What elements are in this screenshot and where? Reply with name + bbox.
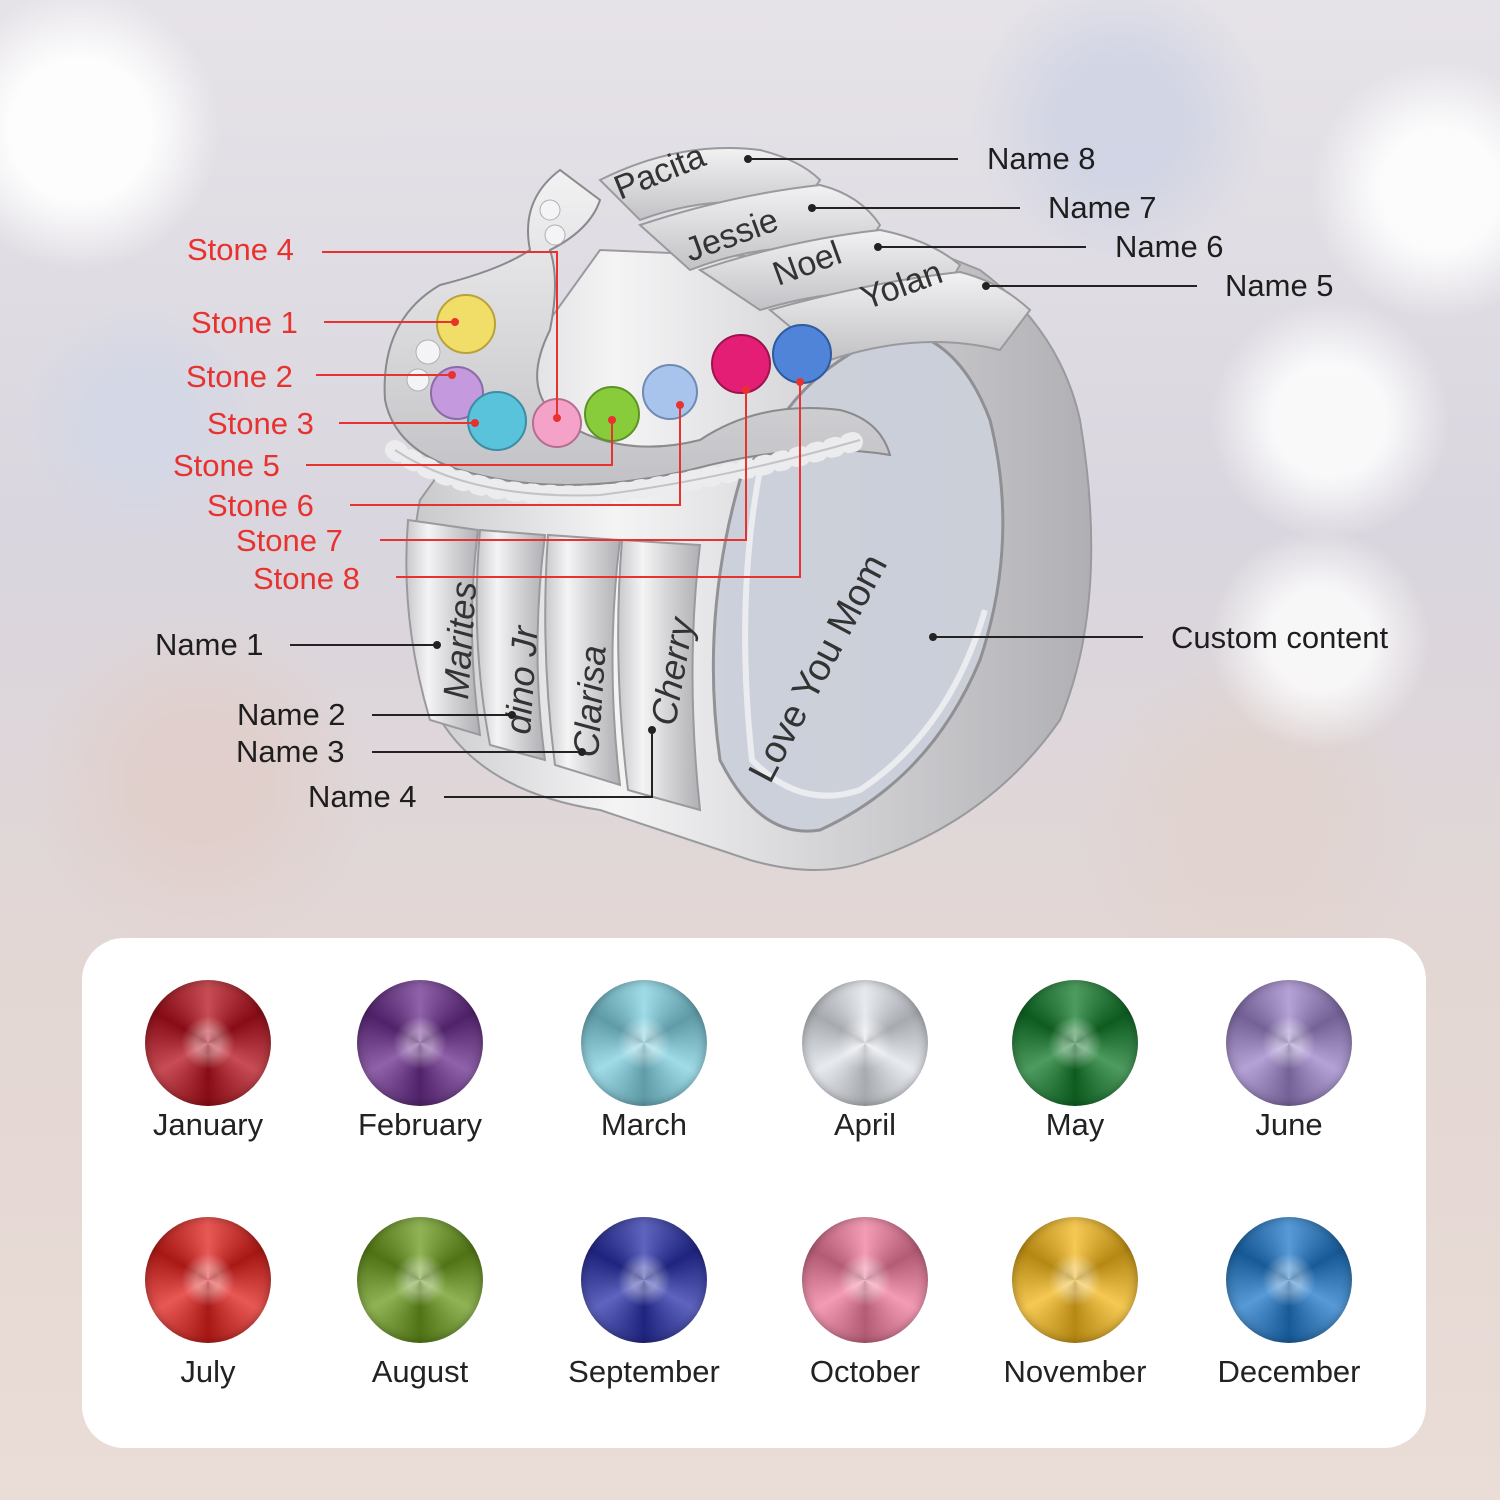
side-band-4 [617,538,702,812]
side-band-2 [475,528,547,762]
birthstone-december-icon [1226,1217,1352,1343]
stone-6-gem [642,364,698,420]
birthstone-september-label: September [568,1354,720,1389]
stone-leader-lines [306,251,804,578]
stone-1-gem [436,294,496,354]
side-band-3 [544,533,622,787]
callout-name-1: Name 1 [155,627,264,662]
birthstone-january-icon [145,980,271,1106]
birthstone-february-icon [357,980,483,1106]
birthstone-may-label: May [1045,1107,1105,1142]
stone-8-gem [772,324,832,384]
callout-name-3: Name 3 [236,734,345,769]
birthstone-july-icon [145,1217,271,1343]
callout-stone-5: Stone 5 [173,448,280,483]
stone-2-gem [430,366,484,420]
top-band-4 [767,270,1032,362]
birthstone-october-icon [802,1217,928,1343]
callout-name-8: Name 8 [987,141,1096,176]
birthstone-june-icon [1226,980,1352,1106]
callout-name-4: Name 4 [308,779,417,814]
birthstone-august-label: August [371,1354,469,1389]
stone-3-gem [467,391,527,451]
callout-stone-7: Stone 7 [236,523,343,558]
callout-stone-3: Stone 3 [207,406,314,441]
callout-custom-content: Custom content [1171,620,1389,655]
stone-7-gem [711,334,771,394]
birthstone-may-icon [1012,980,1138,1106]
birthstone-november-icon [1012,1217,1138,1343]
callout-name-6: Name 6 [1115,229,1224,264]
birthstone-october-label: October [809,1354,921,1389]
callout-name-2: Name 2 [237,697,346,732]
birthstone-november-label: November [1003,1354,1147,1389]
callout-stone-6: Stone 6 [207,488,314,523]
engraving-side-3: Clarisa [565,644,614,759]
callout-name-7: Name 7 [1048,190,1157,225]
birthstone-march-icon [581,980,707,1106]
ring-illustration: Pacita Jessie Noel Yolan Marites dino Jr… [290,137,1197,871]
birthstone-august-icon [357,1217,483,1343]
birthstone-april-icon [802,980,928,1106]
birthstone-march-label: March [600,1107,688,1142]
birthstone-june-label: June [1255,1107,1323,1142]
engraving-side-2: dino Jr [497,623,546,736]
name-leader-lines [290,155,1197,798]
birthstone-december-label: December [1217,1354,1361,1389]
callout-stone-2: Stone 2 [186,359,293,394]
engraving-side-1: Marites [435,580,484,701]
birthstone-february-label: February [357,1107,483,1142]
birthstone-july-label: July [180,1354,236,1389]
birthstone-september-icon [581,1217,707,1343]
birthstone-january-label: January [152,1107,264,1142]
top-band-2 [638,183,882,272]
birthstone-april-label: April [833,1107,896,1142]
side-band-1 [405,518,482,737]
callout-stone-4: Stone 4 [187,232,294,267]
callout-stone-1: Stone 1 [191,305,298,340]
callout-stone-8: Stone 8 [253,561,360,596]
callout-name-5: Name 5 [1225,268,1334,303]
